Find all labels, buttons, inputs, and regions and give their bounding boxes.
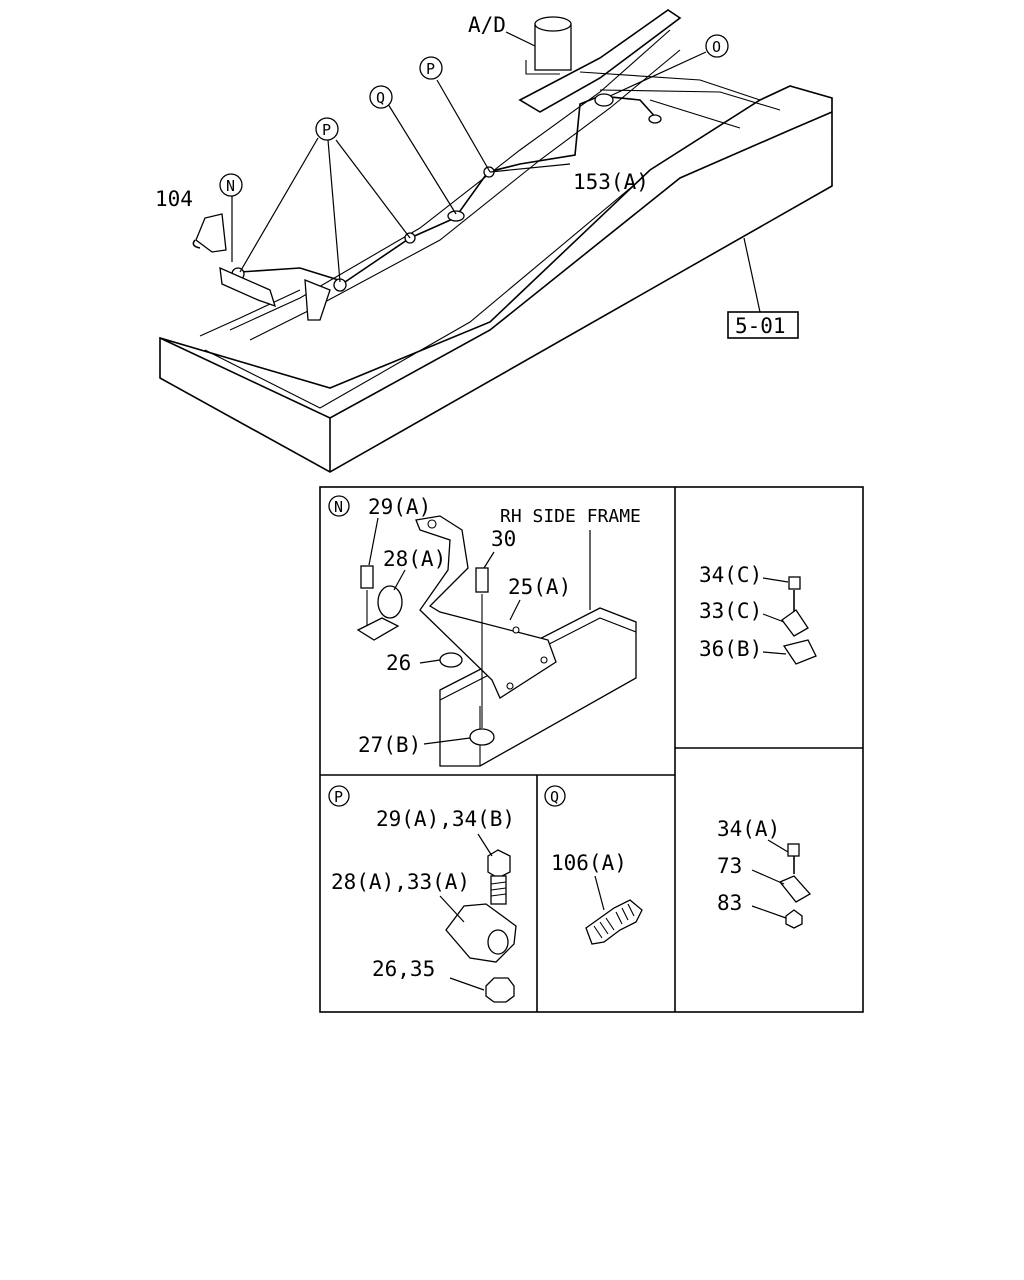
label-73: 73 bbox=[717, 854, 742, 878]
label-25a: 25(A) bbox=[508, 575, 571, 599]
label-rh-side-frame: RH SIDE FRAME bbox=[500, 506, 641, 527]
callout-p-lower: P bbox=[322, 121, 331, 139]
ref-box bbox=[727, 311, 799, 339]
label-34a: 34(A) bbox=[717, 817, 780, 841]
label-34c: 34(C) bbox=[699, 563, 762, 587]
detail-panel-n: N RH SIDE FRAME 29(A) 28(A) 30 25(A) bbox=[328, 495, 641, 767]
label-ref-box: 5-01 bbox=[735, 314, 786, 338]
frame-rail bbox=[159, 85, 833, 473]
callout-o: O bbox=[712, 38, 721, 56]
label-153a: 153(A) bbox=[573, 170, 649, 194]
detail-panel-upper-right: 34(C) 33(C) 36(B) bbox=[699, 563, 817, 665]
label-33c: 33(C) bbox=[699, 599, 762, 623]
panel-p-marker: P bbox=[334, 788, 343, 806]
detail-panel-lower-right: 34(A) 73 83 bbox=[717, 817, 812, 929]
label-27b: 27(B) bbox=[358, 733, 421, 757]
callout-n: N bbox=[226, 177, 235, 195]
label-29a: 29(A) bbox=[368, 495, 431, 519]
panel-q-marker: Q bbox=[550, 788, 559, 806]
hose-104 bbox=[195, 213, 227, 253]
callout-q: Q bbox=[376, 89, 385, 107]
overview-drawing: A/D O P Q P N 104 153(A) 5-01 bbox=[155, 9, 833, 473]
label-104: 104 bbox=[155, 187, 193, 211]
detail-panel-p: P 29(A),34(B) 28(A),33(A) 26,35 bbox=[328, 785, 517, 1003]
ad-unit bbox=[525, 16, 572, 75]
label-ad: A/D bbox=[468, 13, 506, 37]
label-83: 83 bbox=[717, 891, 742, 915]
label-30: 30 bbox=[491, 527, 516, 551]
label-p-nut: 26,35 bbox=[372, 957, 435, 981]
label-36b: 36(B) bbox=[699, 637, 762, 661]
label-26: 26 bbox=[386, 651, 411, 675]
label-p-bolt: 29(A),34(B) bbox=[376, 807, 515, 831]
label-106a: 106(A) bbox=[551, 851, 627, 875]
callout-p-upper: P bbox=[426, 60, 435, 78]
label-p-clip: 28(A),33(A) bbox=[331, 870, 470, 894]
detail-panel-q: Q 106(A) bbox=[544, 785, 643, 945]
clip-q bbox=[447, 210, 465, 222]
callout-o-circle bbox=[705, 34, 729, 58]
panel-n-marker: N bbox=[334, 498, 343, 516]
fitting-o bbox=[594, 93, 614, 107]
detail-grid bbox=[319, 486, 864, 1013]
label-28a: 28(A) bbox=[383, 547, 446, 571]
